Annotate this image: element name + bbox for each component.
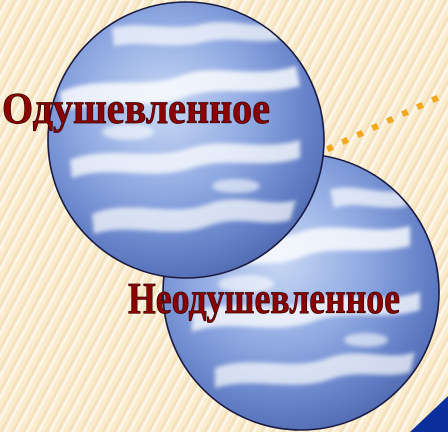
corner-triangle (410, 396, 448, 432)
dotted-line (326, 95, 439, 152)
label-animate: Одушевленное (2, 84, 270, 133)
label-inanimate: Неодушевленное (128, 274, 400, 323)
earth-globe-image (48, 2, 324, 278)
